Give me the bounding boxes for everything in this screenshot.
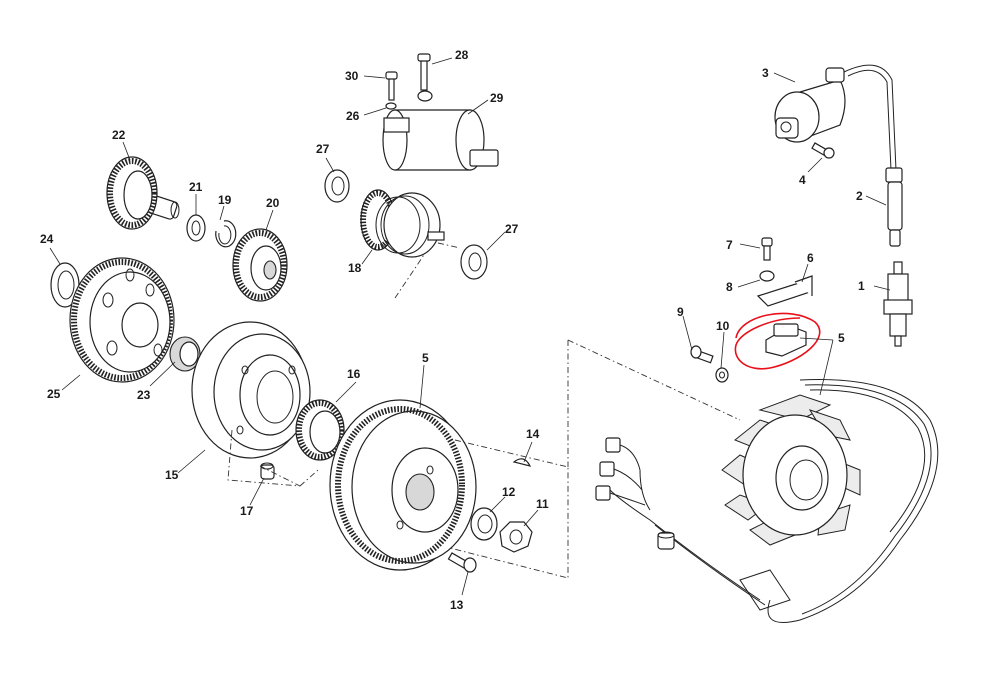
callout-22: 22 <box>112 128 126 142</box>
woodruff-key-14 <box>512 458 532 467</box>
callout-labels: 1 2 3 4 5 5 6 7 8 9 10 11 12 13 14 15 16… <box>40 48 865 612</box>
washer-12 <box>470 507 498 541</box>
callout-13: 13 <box>450 598 464 612</box>
idle-gear-18 <box>360 189 445 258</box>
callout-28: 28 <box>455 48 469 62</box>
spark-plug-1 <box>883 261 913 347</box>
callout-24: 24 <box>40 232 54 246</box>
callout-3: 3 <box>762 66 769 80</box>
callout-2: 2 <box>856 189 863 203</box>
starter-clutch-15 <box>191 321 311 459</box>
one-way-bearing-16 <box>295 399 345 461</box>
callout-1: 1 <box>858 279 865 293</box>
callout-7: 7 <box>726 238 733 252</box>
highlight-circle <box>734 312 821 370</box>
callout-25: 25 <box>47 387 61 401</box>
callout-4: 4 <box>799 173 806 187</box>
callout-15: 15 <box>165 468 179 482</box>
callout-26: 26 <box>346 109 360 123</box>
bracket-6 <box>756 275 813 307</box>
callout-14: 14 <box>526 427 540 441</box>
callout-21: 21 <box>189 180 203 194</box>
callout-5-flywheel: 5 <box>422 351 429 365</box>
roller-17 <box>260 462 275 480</box>
stator-5 <box>721 394 861 546</box>
washer-8 <box>759 270 775 282</box>
callout-30: 30 <box>345 69 359 83</box>
collar <box>657 531 675 550</box>
washer-26 <box>385 102 397 110</box>
callout-27-upper: 27 <box>316 142 330 156</box>
gear-25 <box>69 257 175 383</box>
gear-22 <box>106 156 180 230</box>
callout-9: 9 <box>677 305 684 319</box>
screw-4 <box>811 142 835 159</box>
callout-17: 17 <box>240 504 254 518</box>
bolt-30 <box>385 71 398 101</box>
washer-27-lower <box>460 244 488 280</box>
washer-27-upper <box>324 169 350 203</box>
callout-12: 12 <box>502 485 516 499</box>
spark-plug-cap-2 <box>843 64 903 247</box>
flywheel-5 <box>329 399 477 571</box>
callout-11: 11 <box>536 497 549 511</box>
screw-7 <box>761 237 773 261</box>
gear-20 <box>232 228 288 302</box>
bolt-13 <box>447 552 477 573</box>
callout-6: 6 <box>807 251 814 265</box>
callout-18: 18 <box>348 261 362 275</box>
nut-11 <box>499 521 533 553</box>
ignition-coil-3 <box>774 67 846 143</box>
callout-20: 20 <box>266 196 280 210</box>
bolt-28 <box>417 53 431 91</box>
needle-bearing-23 <box>169 336 201 372</box>
callout-29: 29 <box>490 91 504 105</box>
callout-10: 10 <box>716 319 730 333</box>
washer-21 <box>186 214 206 242</box>
callout-16: 16 <box>347 367 361 381</box>
pickup-sensor <box>765 323 807 357</box>
callout-19: 19 <box>218 193 232 207</box>
callout-27-lower: 27 <box>505 222 519 236</box>
leader-lines <box>49 57 891 596</box>
circlip-19 <box>215 220 237 248</box>
starter-motor-29 <box>382 90 499 171</box>
bolt-9 <box>690 345 714 364</box>
callout-23: 23 <box>137 388 151 402</box>
callout-8: 8 <box>726 280 733 294</box>
callout-5-stator: 5 <box>838 331 845 345</box>
washer-10 <box>715 367 729 383</box>
